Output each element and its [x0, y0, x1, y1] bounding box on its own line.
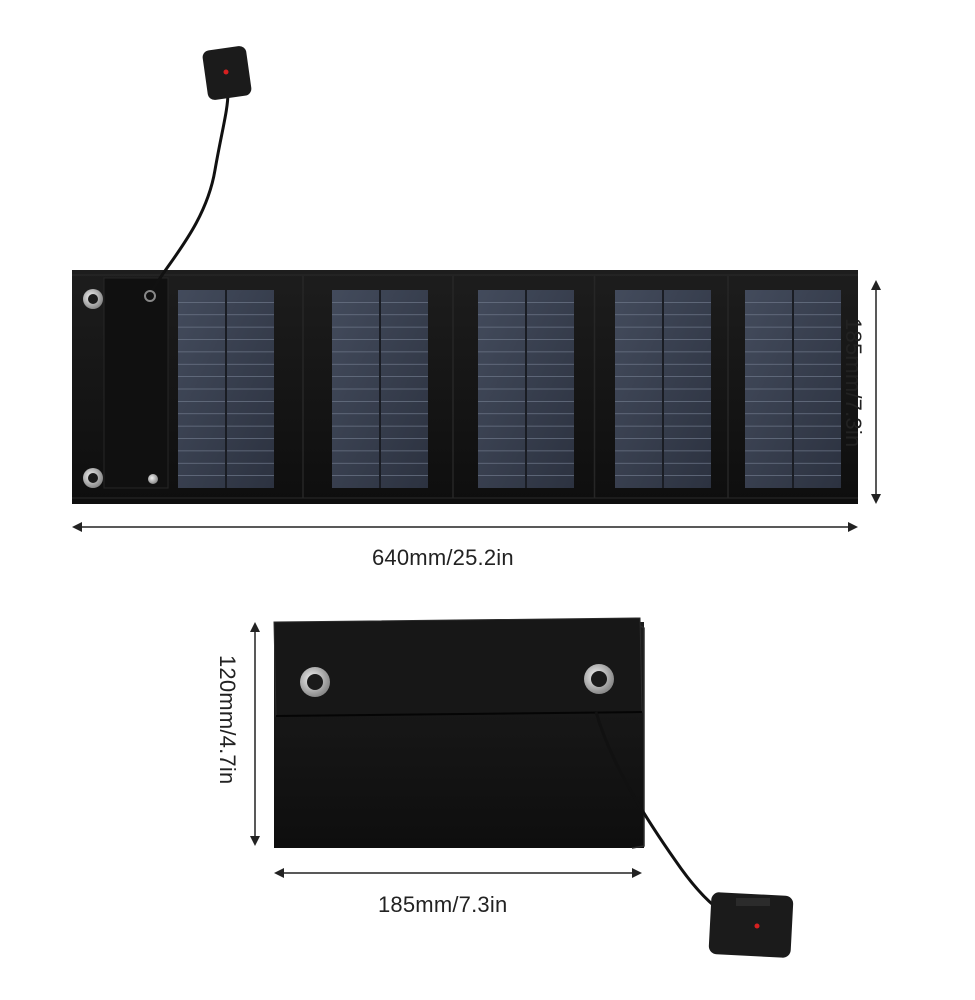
solar-module	[332, 290, 428, 488]
usb-cable	[148, 91, 230, 297]
solar-module	[615, 290, 711, 488]
fold-seams	[302, 276, 729, 498]
usb-cable	[594, 711, 723, 914]
folded-width-label: 185mm/7.3in	[378, 892, 508, 917]
unfolded-width-label: 640mm/25.2in	[372, 545, 514, 570]
grommet-icon	[83, 289, 158, 488]
solar-module	[178, 290, 274, 488]
solar-cell-modules	[178, 290, 841, 488]
unfolded-height-label: 185mm/7.3in	[841, 318, 866, 448]
folded-flap	[273, 617, 643, 717]
usb-connector-icon	[202, 46, 252, 100]
solar-module	[745, 290, 841, 488]
usb-connector-icon	[708, 892, 794, 958]
junction-pocket	[103, 277, 169, 489]
unfolded-solar-panel	[72, 46, 858, 504]
grommet-icon	[300, 664, 614, 697]
solar-module	[478, 290, 574, 488]
folded-width-dimension-line	[274, 868, 642, 878]
height-dimension-line	[871, 280, 881, 504]
folded-solar-panel	[273, 617, 794, 958]
folded-height-label: 120mm/4.7in	[215, 655, 240, 785]
width-dimension-line	[72, 522, 858, 532]
folded-height-dimension-line	[250, 622, 260, 846]
